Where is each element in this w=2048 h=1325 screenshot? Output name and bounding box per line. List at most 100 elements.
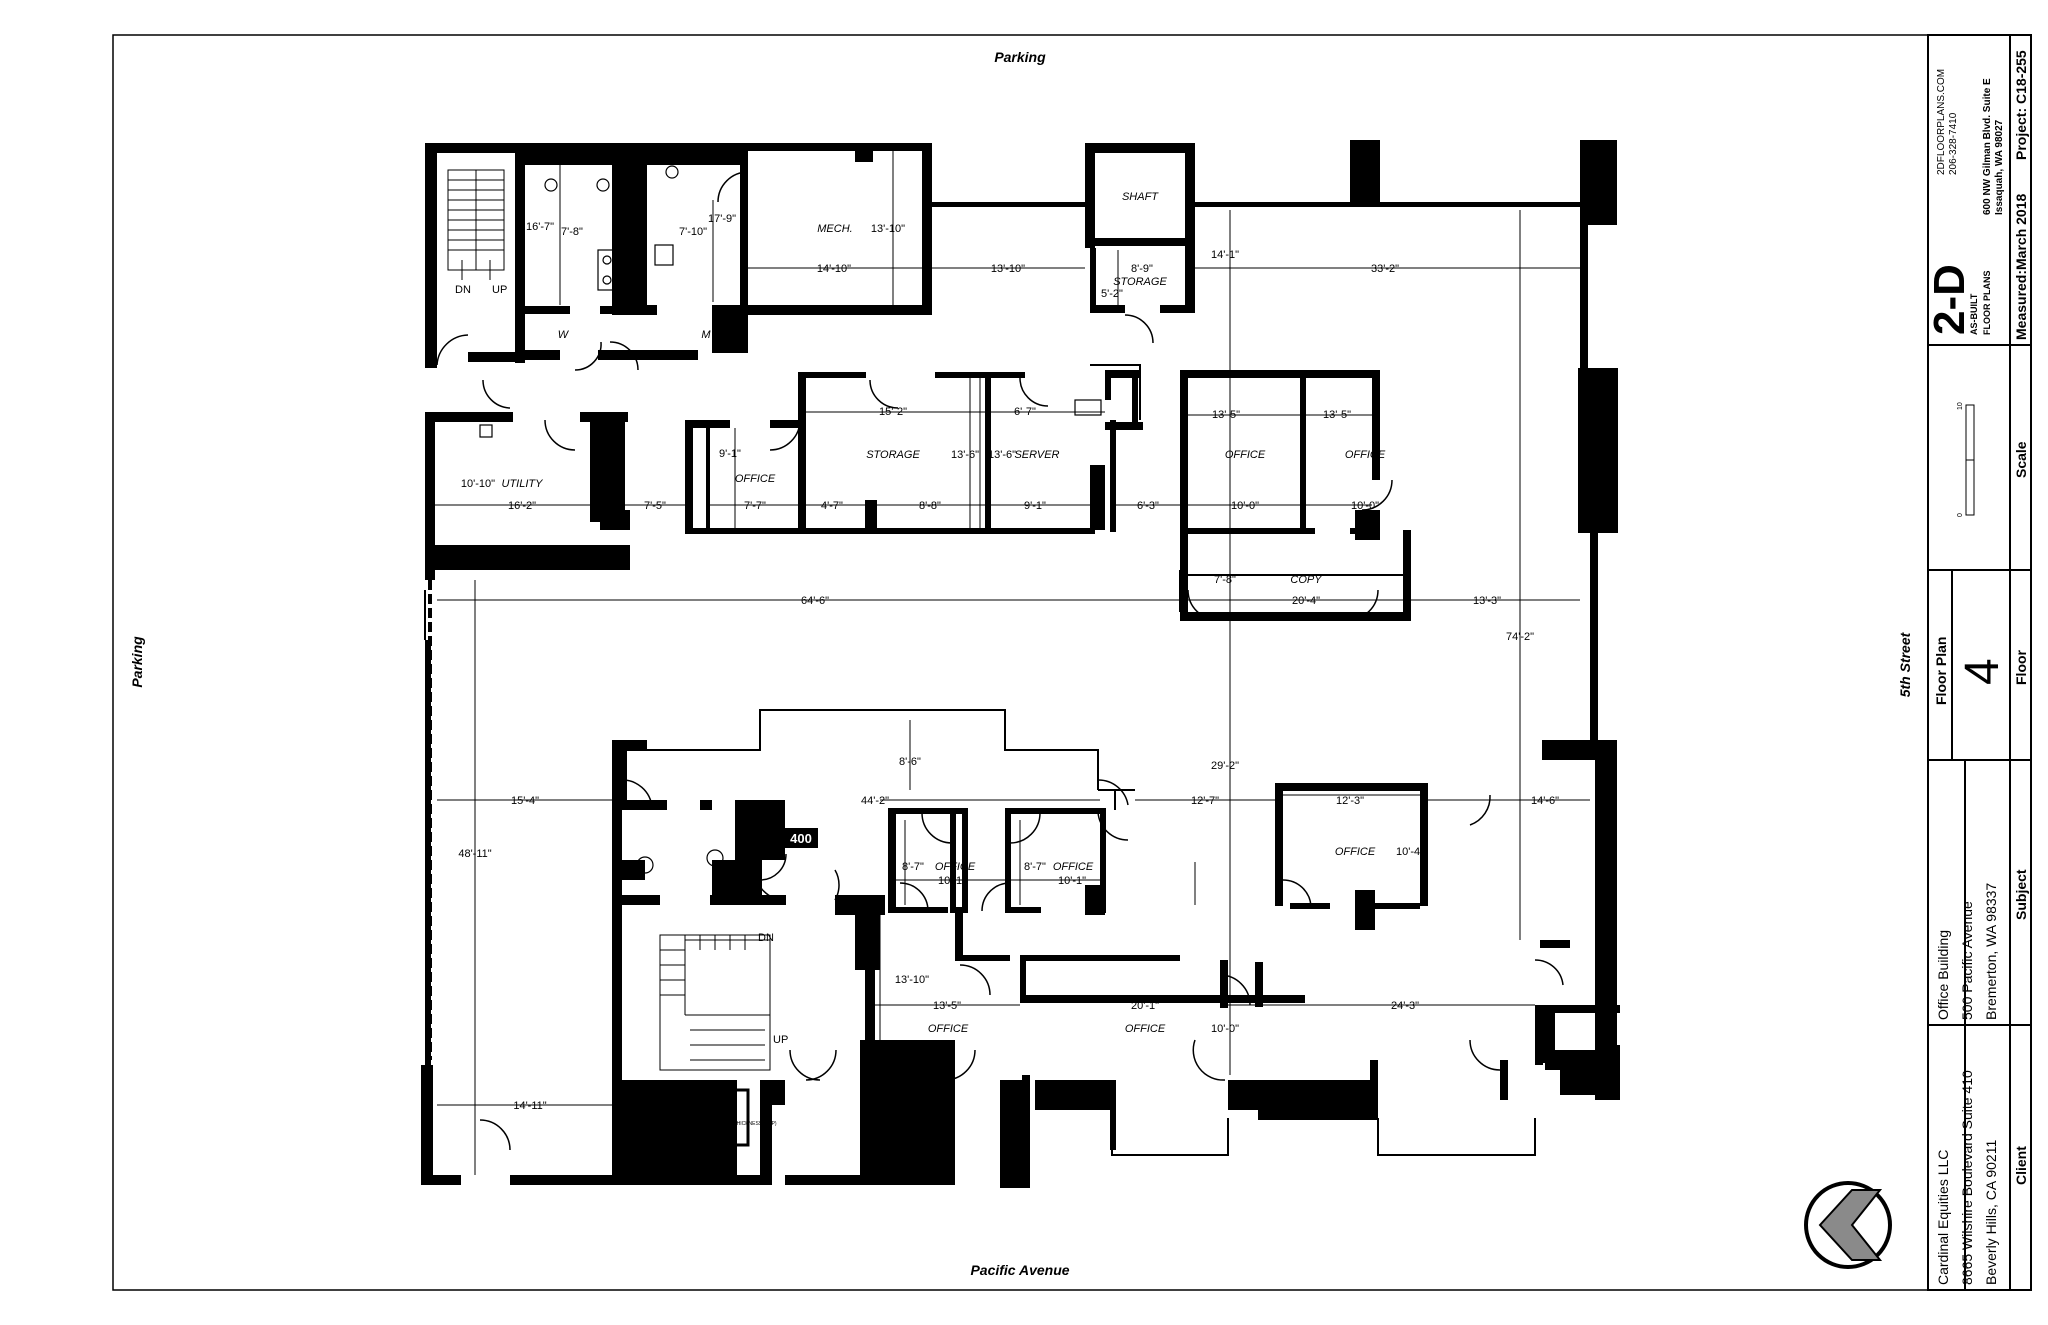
dim-label: 7'-8" bbox=[561, 226, 583, 238]
dim-label: 15'-2" bbox=[879, 406, 907, 418]
stair-south-up: UP bbox=[773, 1034, 788, 1046]
dim-label: 10'-0" bbox=[1351, 500, 1379, 512]
dim-label: 6'-7" bbox=[1014, 406, 1036, 418]
room-office-small: OFFICE bbox=[735, 473, 776, 485]
dim-label: 20'-4" bbox=[1292, 595, 1320, 607]
restroom-men: M bbox=[701, 329, 711, 341]
company-logo-sub2: FLOOR PLANS bbox=[1982, 271, 1992, 336]
title-block-border bbox=[1927, 34, 2032, 1291]
dim-label: 14'-6" bbox=[1531, 795, 1559, 807]
room-shaft: SHAFT bbox=[1122, 191, 1159, 203]
dim-label: 48'-11" bbox=[458, 848, 491, 860]
dim-label: 14'-11" bbox=[513, 1100, 546, 1112]
dim-label: 20'-1" bbox=[1131, 1000, 1159, 1012]
room-storage-top: STORAGE bbox=[1113, 276, 1167, 288]
client-label: Client bbox=[2013, 1146, 2029, 1185]
dim-label: 8'-7" bbox=[902, 861, 924, 873]
dim-label: 13'-6" bbox=[951, 449, 979, 461]
dim-label: 10'-1" bbox=[1058, 875, 1086, 887]
street-label-right: 5th Street bbox=[1897, 631, 1913, 697]
dim-label: 33'-2" bbox=[1371, 263, 1399, 275]
dim-label: 12'-7" bbox=[1191, 795, 1219, 807]
dim-label: 13'-3" bbox=[1473, 595, 1501, 607]
dim-label: 16'-2" bbox=[508, 500, 536, 512]
dim-label: 9'-1" bbox=[719, 448, 741, 460]
floor-label: Floor bbox=[2013, 649, 2029, 685]
project-number: Project: C18-255 bbox=[2013, 50, 2029, 160]
company-logo-sub1: AS-BUILT bbox=[1969, 293, 1979, 335]
dim-label: 7'-5" bbox=[644, 500, 666, 512]
room-mech: MECH. bbox=[817, 223, 852, 235]
floor-number: 4 bbox=[1956, 658, 2009, 685]
room-storage-mid: STORAGE bbox=[866, 449, 920, 461]
dim-label: 12'-3" bbox=[1336, 795, 1364, 807]
elev-1-note: AS ACCESS ASSUMED WALL THICKNESS (TYP) bbox=[663, 1121, 777, 1127]
dim-label: 15'-4" bbox=[511, 795, 539, 807]
dim-label: 13'-5" bbox=[1212, 409, 1240, 421]
dim-label: 13'-10" bbox=[991, 263, 1025, 275]
room-office-ne2: OFFICE bbox=[1345, 449, 1386, 461]
room-office-s1: OFFICE bbox=[935, 861, 976, 873]
room-server: SERVER bbox=[1014, 449, 1059, 461]
dimension-lines bbox=[435, 150, 1590, 1175]
dim-label: 13'-5" bbox=[933, 1000, 961, 1012]
dim-label: 8'-6" bbox=[899, 756, 921, 768]
dim-label: 10'-0" bbox=[1231, 500, 1259, 512]
street-label-top: Parking bbox=[994, 49, 1046, 65]
dim-label: 5'-2" bbox=[1101, 288, 1123, 300]
dim-label: 13'-6" bbox=[988, 449, 1016, 461]
subject-line-1: Office Building bbox=[1935, 930, 1951, 1020]
room-copy: COPY bbox=[1290, 574, 1322, 586]
thin-walls bbox=[424, 364, 1536, 1156]
dim-label: 44'-2" bbox=[861, 795, 889, 807]
stair-north-up: UP bbox=[492, 284, 507, 296]
stair-north bbox=[447, 169, 505, 280]
suite-number: 400 bbox=[790, 831, 812, 846]
room-elev-1: ELEV. bbox=[705, 1103, 735, 1115]
floor-plan-label: Floor Plan bbox=[1933, 637, 1949, 705]
company-url: 2DFLOORPLANS.COM bbox=[1936, 69, 1947, 175]
dim-label: 14'-10" bbox=[817, 263, 851, 275]
company-address-2: Issaquah, WA 98027 bbox=[1994, 119, 2005, 215]
door-swings bbox=[436, 171, 1564, 1151]
dim-label: 7'-7" bbox=[744, 500, 766, 512]
dim-label: 64'-6" bbox=[801, 595, 829, 607]
scale-label: Scale bbox=[2013, 441, 2029, 478]
street-label-bottom: Pacific Avenue bbox=[970, 1262, 1069, 1278]
client-line-2: 8665 Wilshire Boulevard Suite 410 bbox=[1959, 1070, 1975, 1285]
room-elev-2: ELEV. bbox=[891, 1127, 921, 1139]
dim-label: 8'-7" bbox=[1024, 861, 1046, 873]
scale-ten: 10 bbox=[1957, 402, 1964, 410]
dim-label: 13'-5" bbox=[1323, 409, 1351, 421]
subject-label: Subject bbox=[2013, 869, 2029, 920]
client-line-1: Cardinal Equities LLC bbox=[1935, 1150, 1951, 1285]
stair-south bbox=[659, 934, 771, 1071]
room-office-ne1: OFFICE bbox=[1225, 449, 1266, 461]
scale-zero: 0 bbox=[1957, 513, 1964, 517]
dim-label: 8'-8" bbox=[919, 500, 941, 512]
dim-label: 4'-7" bbox=[821, 500, 843, 512]
walls bbox=[421, 140, 1620, 1188]
dim-label: 7'-10" bbox=[679, 226, 707, 238]
company-phone: 206-328-7410 bbox=[1948, 112, 1959, 175]
room-office-e: OFFICE bbox=[1335, 846, 1376, 858]
dim-label: 8'-9" bbox=[1131, 263, 1153, 275]
dim-label: 14'-1" bbox=[1211, 249, 1239, 261]
dim-label: 7'-8" bbox=[1214, 574, 1236, 586]
dim-label: 10'-4" bbox=[1396, 846, 1424, 858]
stair-north-dn: DN bbox=[455, 284, 471, 296]
dim-label: 13'-10" bbox=[871, 223, 905, 235]
suite-badge bbox=[785, 828, 818, 848]
compass-icon bbox=[1804, 1181, 1892, 1269]
room-office-s2: OFFICE bbox=[1053, 861, 1094, 873]
dim-label: 24'-3" bbox=[1391, 1000, 1419, 1012]
company-logo: 2-D bbox=[1925, 264, 1974, 335]
dim-label: 16'-7" bbox=[526, 221, 554, 233]
room-utility: UTILITY bbox=[502, 478, 544, 490]
dim-label: 10'-1" bbox=[938, 875, 966, 887]
measured-date: Measured:March 2018 bbox=[2013, 193, 2029, 340]
dim-label: 74'-2" bbox=[1506, 631, 1534, 643]
room-office-sw: OFFICE bbox=[928, 1023, 969, 1035]
restroom-women: W bbox=[558, 329, 570, 341]
